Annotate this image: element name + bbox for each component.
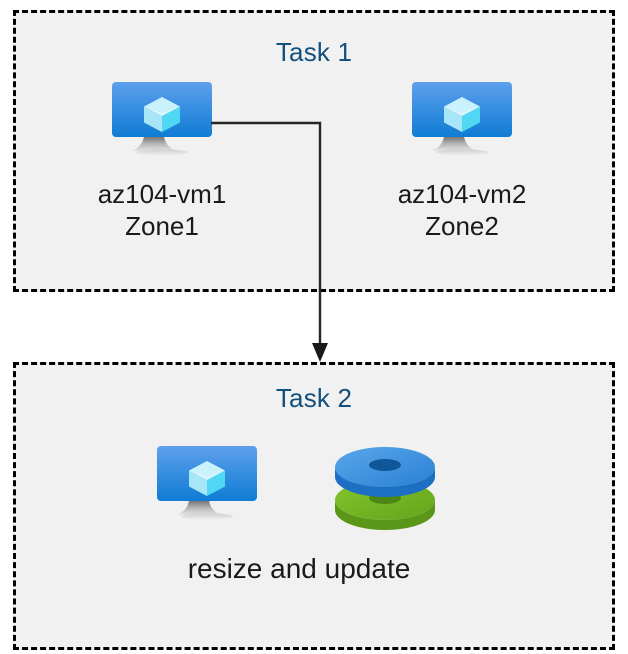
virtual-machine-icon[interactable] [410, 80, 514, 164]
task2-caption: resize and update [187, 553, 411, 584]
task1-title: Task 1 [275, 37, 353, 67]
vm1-label: az104-vm1 Zone1 [97, 179, 227, 241]
vm2-label: az104-vm2 Zone2 [397, 179, 527, 241]
managed-disks-icon[interactable] [330, 440, 440, 532]
task2-container: Task 2 [13, 362, 615, 650]
down-arrow-icon [312, 343, 328, 362]
task1-container: Task 1 [13, 10, 615, 292]
task2-title: Task 2 [275, 383, 353, 413]
virtual-machine-icon[interactable] [110, 80, 214, 164]
virtual-machine-icon[interactable] [155, 444, 259, 528]
